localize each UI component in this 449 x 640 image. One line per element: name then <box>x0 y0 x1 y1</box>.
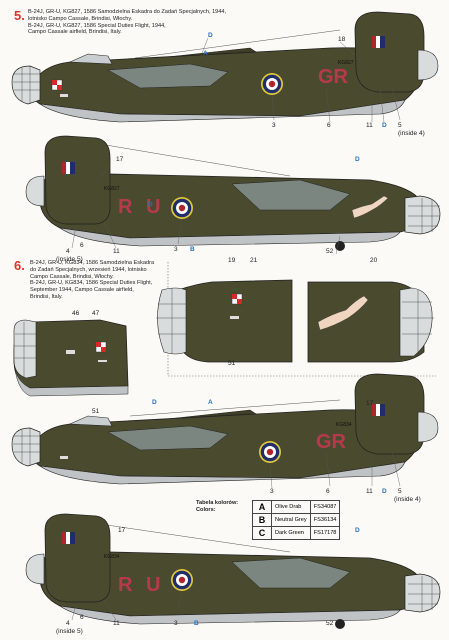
callout-11: 11 <box>366 122 373 129</box>
callout-b: B <box>190 246 195 253</box>
color-row: A Olive Drab FS34087 <box>252 500 341 514</box>
callout-6: 6 <box>80 614 84 621</box>
color-table: A Olive Drab FS34087 B Neutral Grey FS36… <box>252 500 341 540</box>
caption-line: Campo Cassale airfield, Brindisi, Italy. <box>28 29 122 36</box>
callout-d: D <box>382 488 387 495</box>
callout-46: 46 <box>72 310 80 317</box>
color-code: FS17178 <box>309 526 341 540</box>
callout-6: 6 <box>326 488 330 495</box>
callout-6: 6 <box>80 242 84 249</box>
callout-19: 19 <box>228 257 236 264</box>
svg-text:R: R <box>118 574 133 596</box>
svg-text:KG827: KG827 <box>104 186 120 192</box>
color-letter: B <box>252 513 272 527</box>
callout-d: D <box>148 201 153 208</box>
color-code: FS34087 <box>309 500 341 514</box>
callout-51: 51 <box>92 408 100 415</box>
callout-d: D <box>382 122 387 129</box>
callout-inside: (inside 5) <box>56 628 83 635</box>
caption-line: September 1944, Campo Cassale airfield, <box>30 287 134 294</box>
callout-51: 51 <box>228 360 236 367</box>
color-name: Neutral Grey <box>271 513 311 527</box>
profile-4-right-side: R U KG834 <box>25 513 441 629</box>
color-table-title: Tabela kolorów: Colors: <box>196 500 238 514</box>
scheme-number-5: 5. <box>14 8 25 23</box>
callout-a: A <box>203 50 208 57</box>
caption-line: B-24J, GR-U, KG827, 1586 Special Duties … <box>28 22 166 29</box>
callout-17: 17 <box>118 527 126 534</box>
callout-3: 3 <box>174 620 178 627</box>
color-table-title-en: Colors: <box>196 507 216 513</box>
code-letters-1: GR <box>318 66 349 88</box>
svg-text:U: U <box>146 196 160 218</box>
detail-panels <box>13 262 436 397</box>
leader-lines <box>71 37 401 621</box>
callout-17: 17 <box>366 400 374 407</box>
color-letter: A <box>252 500 272 514</box>
caption-line: B-24J, GR-U, KG834, 1586 Samodzielna Esk… <box>30 260 155 266</box>
callout-inside: (inside 5) <box>56 256 83 263</box>
callout-17: 17 <box>116 156 124 163</box>
callout-18: 18 <box>338 36 346 43</box>
caption-line: lotnisko Campo Cassale, Brindisi, Włochy… <box>28 15 133 22</box>
caption-line: do Zadań Specjalnych, wrzesień 1944, lot… <box>30 266 147 273</box>
callout-6: 6 <box>327 122 331 129</box>
callout-d: D <box>208 32 213 39</box>
callout-4: 4 <box>66 620 70 627</box>
callout-47: 47 <box>92 310 100 317</box>
callout-11: 11 <box>113 620 120 627</box>
profile-2-right-side: R U KG827 <box>25 135 441 251</box>
callout-5: 5 <box>398 488 402 495</box>
callout-52: 52 <box>326 248 334 255</box>
callout-inside: (inside 4) <box>394 496 421 503</box>
callout-21: 21 <box>250 257 258 264</box>
color-table-title-pl: Tabela kolorów: <box>196 500 239 506</box>
callout-a: A <box>208 399 213 406</box>
color-letter: C <box>252 526 272 540</box>
color-row: B Neutral Grey FS36134 <box>252 513 341 527</box>
callout-5: 5 <box>398 122 402 129</box>
color-name: Dark Green <box>271 526 311 540</box>
caption-line: Brindisi, Italy. <box>30 293 63 300</box>
callout-52: 52 <box>326 620 334 627</box>
callout-11: 11 <box>366 488 373 495</box>
svg-text:U: U <box>146 574 160 596</box>
serial-1: KG827 <box>338 60 354 66</box>
callout-b: B <box>194 620 199 627</box>
caption-line: B-24J, GR-U, KG827, 1586 Samodzielna Esk… <box>28 9 227 15</box>
caption-line: Campo Cassale, Brindisi, Włochy. <box>30 273 114 280</box>
caption-line: B-24J, GR-U, KG834, 1586 Special Duties … <box>30 280 153 287</box>
callout-20: 20 <box>370 257 378 264</box>
svg-text:KG834: KG834 <box>104 554 120 560</box>
scheme-5-caption: B-24J, GR-U, KG827, 1586 Samodzielna Esk… <box>28 9 328 36</box>
profile-1-left-side: GR KG827 <box>11 11 439 123</box>
color-row: C Dark Green FS17178 <box>252 526 341 540</box>
callout-11: 11 <box>113 248 120 255</box>
callout-d: D <box>355 156 360 163</box>
callout-4: 4 <box>66 248 70 255</box>
callout-3: 3 <box>270 488 274 495</box>
svg-text:GR: GR <box>316 431 347 453</box>
svg-text:KG834: KG834 <box>336 422 352 428</box>
color-code: FS36134 <box>309 513 341 527</box>
callout-d: D <box>355 527 360 534</box>
callout-3: 3 <box>174 246 178 253</box>
profile-3-left-side: GR KG834 <box>11 373 439 485</box>
color-name: Olive Drab <box>271 500 311 514</box>
svg-text:R: R <box>118 196 133 218</box>
callout-3: 3 <box>272 122 276 129</box>
callout-d: D <box>152 399 157 406</box>
callout-inside: (inside 4) <box>398 130 425 137</box>
scheme-6-caption: B-24J, GR-U, KG834, 1586 Samodzielna Esk… <box>30 260 170 301</box>
scheme-number-6: 6. <box>14 258 25 273</box>
